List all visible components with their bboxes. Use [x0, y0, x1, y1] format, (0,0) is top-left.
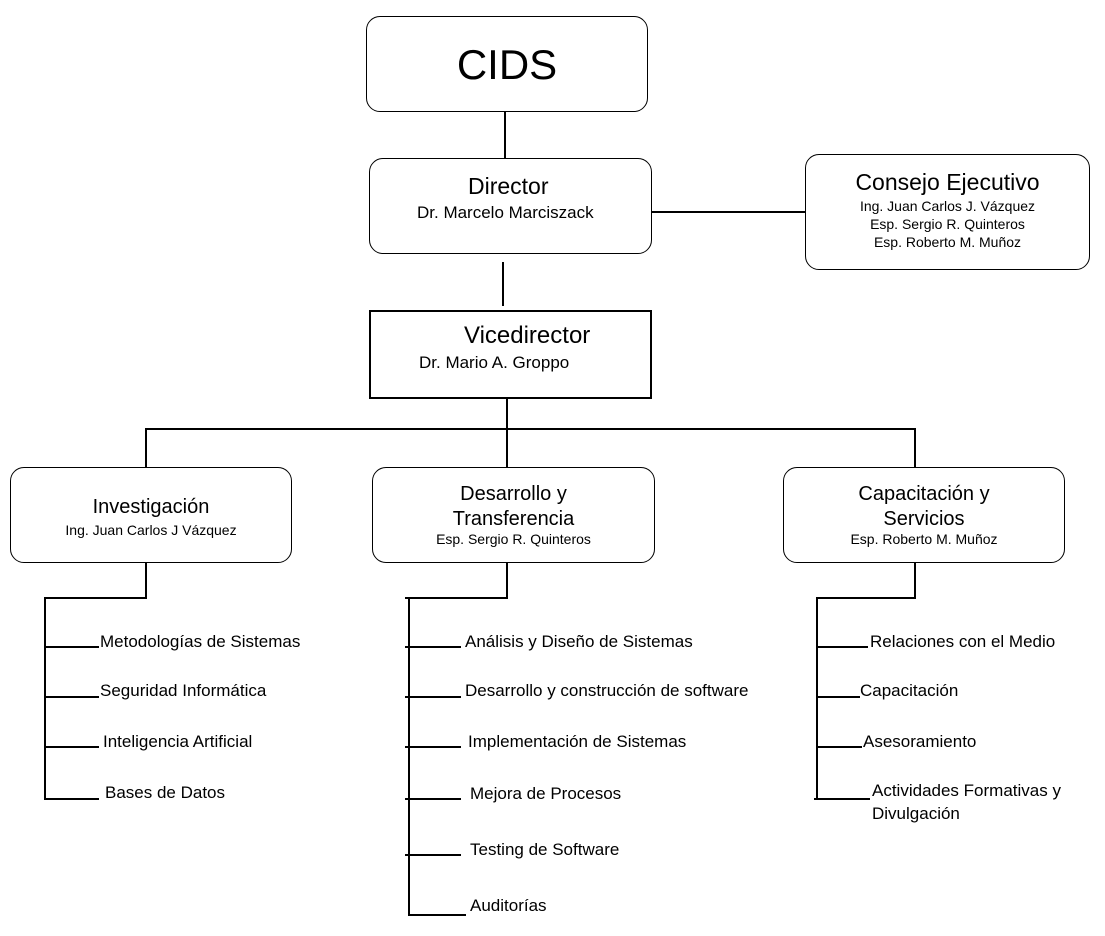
desarrollo-item: Desarrollo y construcción de software — [465, 681, 749, 700]
consejo-member: Esp. Roberto M. Muñoz — [873, 234, 1022, 250]
capacitacion-title-line1: Capacitación y — [858, 483, 990, 505]
desarrollo-item: Auditorías — [470, 896, 547, 915]
desarrollo-title-line1: Desarrollo y — [460, 483, 567, 505]
director-box: Director Dr. Marcelo Marciszack — [369, 158, 652, 254]
tree-capacitacion-branch — [816, 746, 862, 748]
vicedirector-person: Dr. Mario A. Groppo — [419, 353, 570, 372]
investigacion-item: Metodologías de Sistemas — [100, 632, 301, 651]
tree-desarrollo-branch — [405, 746, 461, 748]
connector-director-consejo — [652, 211, 806, 213]
investigacion-item: Inteligencia Artificial — [103, 732, 253, 751]
tree-capacitacion-branch — [816, 696, 860, 698]
director-person: Dr. Marcelo Marciszack — [417, 203, 594, 222]
desarrollo-item: Implementación de Sistemas — [468, 732, 687, 751]
consejo-title: Consejo Ejecutivo — [855, 169, 1040, 195]
tree-desarrollo-branch — [408, 914, 466, 916]
capacitacion-item: Divulgación — [872, 804, 960, 823]
investigacion-item: Bases de Datos — [105, 783, 226, 802]
connector-bus-investigacion — [145, 428, 147, 467]
investigacion-box: Investigación Ing. Juan Carlos J Vázquez — [10, 467, 292, 563]
tree-desarrollo-branch — [405, 646, 461, 648]
consejo-box: Consejo Ejecutivo Ing. Juan Carlos J. Vá… — [805, 154, 1090, 270]
capacitacion-title-line2: Servicios — [883, 508, 965, 530]
tree-investigacion-branch — [44, 696, 99, 698]
capacitacion-item: Capacitación — [860, 681, 959, 700]
connector-bus-capacitacion — [914, 428, 916, 467]
capacitacion-item: Asesoramiento — [863, 732, 977, 751]
tree-investigacion-spine — [44, 597, 46, 800]
capacitacion-person: Esp. Roberto M. Muñoz — [850, 531, 998, 547]
capacitacion-box: Capacitación y Servicios Esp. Roberto M.… — [783, 467, 1065, 563]
tree-desarrollo-branch — [405, 798, 461, 800]
vicedirector-box: Vicedirector Dr. Mario A. Groppo — [369, 310, 652, 399]
connector-horizontal-bus — [145, 428, 916, 430]
tree-desarrollo-drop — [506, 563, 508, 599]
desarrollo-person: Esp. Sergio R. Quinteros — [436, 531, 591, 547]
tree-capacitacion-top — [816, 597, 916, 599]
tree-investigacion-drop — [145, 563, 147, 599]
tree-investigacion-branch — [44, 798, 99, 800]
connector-cids-director — [504, 112, 506, 158]
tree-capacitacion-spine — [816, 597, 818, 800]
tree-capacitacion-branch — [814, 798, 870, 800]
connector-bus-desarrollo — [506, 428, 508, 467]
desarrollo-box: Desarrollo y Transferencia Esp. Sergio R… — [372, 467, 655, 563]
desarrollo-item: Mejora de Procesos — [470, 784, 622, 803]
consejo-member: Esp. Sergio R. Quinteros — [870, 216, 1025, 232]
tree-desarrollo-branch — [405, 696, 461, 698]
desarrollo-item: Análisis y Diseño de Sistemas — [465, 632, 693, 651]
desarrollo-item: Testing de Software — [470, 840, 620, 859]
tree-capacitacion-branch — [816, 646, 868, 648]
investigacion-item: Seguridad Informática — [100, 681, 267, 700]
capacitacion-item: Actividades Formativas y — [872, 781, 1061, 800]
vicedirector-title: Vicedirector — [464, 322, 591, 349]
connector-director-vice — [502, 262, 504, 306]
capacitacion-item: Relaciones con el Medio — [870, 632, 1056, 651]
consejo-member: Ing. Juan Carlos J. Vázquez — [859, 198, 1036, 214]
cids-box: CIDS — [366, 16, 648, 112]
tree-desarrollo-branch — [405, 854, 461, 856]
connector-vice-down — [506, 398, 508, 428]
investigacion-title: Investigación — [92, 496, 210, 518]
cids-title: CIDS — [456, 41, 558, 88]
director-title: Director — [468, 173, 549, 199]
tree-capacitacion-drop — [914, 563, 916, 599]
tree-investigacion-top — [44, 597, 147, 599]
desarrollo-title-line2: Transferencia — [452, 508, 575, 530]
tree-desarrollo-top — [405, 597, 508, 599]
investigacion-person: Ing. Juan Carlos J Vázquez — [65, 522, 237, 538]
tree-investigacion-branch — [44, 746, 99, 748]
tree-desarrollo-spine — [408, 597, 410, 916]
tree-investigacion-branch — [44, 646, 99, 648]
